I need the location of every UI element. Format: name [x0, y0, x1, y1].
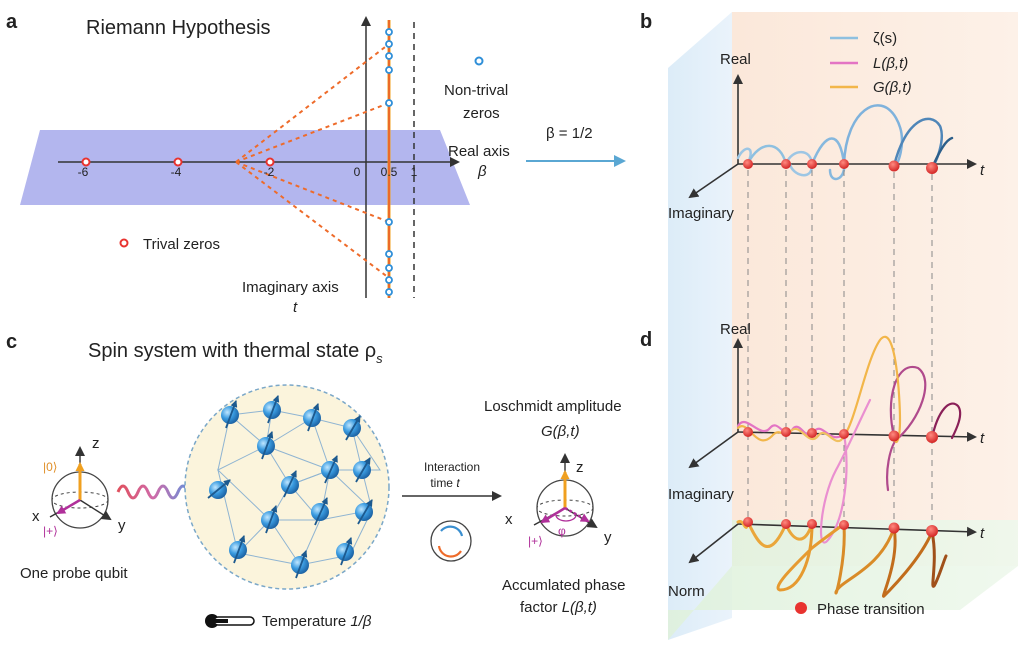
panel-c: c Spin system with thermal state ρs z x … — [6, 331, 625, 630]
spin-particles — [207, 395, 373, 579]
b-real-label: Real — [720, 51, 751, 68]
probe-y-label: y — [118, 517, 126, 534]
temperature-label: Temperature 1/β — [262, 613, 372, 630]
panel-b-letter: b — [640, 11, 652, 33]
tick-label-neg4: -4 — [171, 165, 182, 179]
panel-c-letter: c — [6, 331, 17, 353]
interaction-label-2: time t — [430, 476, 460, 490]
trivial-zeros — [81, 157, 275, 167]
d-zero-dots-lower — [743, 517, 938, 537]
temperature-symbol: 1/β — [350, 613, 372, 630]
left-bg-plane — [668, 12, 732, 640]
b-zero-dots — [743, 159, 938, 174]
d-norm-label: Norm — [668, 583, 705, 600]
imag-axis-symbol: t — [293, 299, 298, 316]
nontrivial-zeros — [385, 28, 393, 296]
probe-bloch-sphere — [49, 446, 112, 529]
phase-transition-label: Phase transition — [817, 601, 925, 618]
zero-connector-lines — [747, 170, 933, 530]
coupling-wave — [116, 484, 190, 500]
complex-plane — [20, 130, 470, 205]
tick-label-neg6: -6 — [78, 165, 89, 179]
output-ketplus-label: |+⟩ — [528, 534, 543, 548]
probe-x-label: x — [32, 508, 40, 525]
tick-label-1: 1 — [411, 165, 418, 179]
legend-zeta-label: ζ(s) — [873, 30, 897, 47]
phase-transition-marker — [795, 602, 807, 614]
real-axis-label: Real axis — [448, 143, 510, 160]
beta-half-label: β = 1/2 — [546, 125, 593, 142]
nontrivial-label-1: Non-trival — [444, 82, 508, 99]
panel-a-title: Riemann Hypothesis — [86, 17, 271, 39]
output-phi-label: φ — [558, 524, 566, 538]
d-real-label: Real — [720, 321, 751, 338]
cycle-icon — [430, 520, 472, 562]
panel-c-title-sub: s — [376, 351, 383, 366]
tick-label-neg2: -2 — [264, 165, 275, 179]
d-norm-axis — [688, 523, 739, 564]
b-imag-label: Imaginary — [668, 205, 734, 222]
spin-bath — [184, 384, 390, 590]
imag-axis-label: Imaginary axis — [242, 279, 339, 296]
d-imag-axis — [688, 431, 739, 469]
probe-qubit-label: One probe qubit — [20, 565, 128, 582]
accum-label-2: factor L(β,t) — [520, 599, 597, 616]
panel-b: b Real Imaginary t ζ(s) L(β,t) G(β,t) — [640, 11, 1018, 640]
nontrivial-legend-marker — [474, 56, 484, 66]
legend-G-label: G(β,t) — [873, 79, 912, 96]
tick-label-0-5: 0.5 — [381, 165, 398, 179]
legend-L-label: L(β,t) — [873, 55, 908, 72]
interaction-label-1: Interaction — [424, 460, 480, 474]
temperature-text: Temperature — [262, 613, 350, 630]
accum-symbol: L(β,t) — [562, 599, 597, 616]
d-imag-label: Imaginary — [668, 486, 734, 503]
right-bg-plane — [732, 12, 1018, 566]
trivial-legend-marker — [119, 238, 129, 248]
probe-z-label: z — [92, 435, 100, 452]
accum-text: factor — [520, 599, 562, 616]
norm-curve — [736, 519, 948, 598]
output-x-label: x — [505, 511, 513, 528]
thermometer-icon — [205, 614, 255, 628]
panel-c-title-main: Spin system with thermal state ρ — [88, 340, 376, 362]
panel-d-letter: d — [640, 329, 652, 351]
panel-a-letter: a — [6, 11, 18, 33]
b-t-label: t — [980, 162, 985, 179]
output-y-label: y — [604, 529, 612, 546]
probe-ket0-label: |0⟩ — [43, 460, 57, 474]
output-bloch-sphere — [533, 453, 598, 537]
nontrivial-label-2: zeros — [463, 105, 500, 122]
loschmidt-symbol: G(β,t) — [541, 423, 580, 440]
panel-d: d Real Imaginary t t Norm — [640, 321, 1018, 640]
trivial-label: Trival zeros — [143, 236, 220, 253]
accum-label-1: Accumlated phase — [502, 577, 625, 594]
d-zero-dots-upper — [743, 427, 938, 443]
convergence-lines — [235, 43, 390, 279]
tick-label-0: 0 — [354, 165, 361, 179]
loschmidt-label: Loschmidt amplitude — [484, 398, 622, 415]
b-imag-axis — [688, 163, 739, 199]
bottom-bg-plane — [668, 520, 1018, 640]
panel-c-title: Spin system with thermal state ρs — [88, 340, 383, 366]
probe-ketplus-label: |+⟩ — [43, 524, 58, 538]
d-t-label-upper: t — [980, 430, 985, 447]
panel-a: a Riemann Hypothesis -6 -4 -2 0 0.5 1 — [6, 11, 626, 316]
interaction-text: time — [430, 476, 456, 490]
output-z-label: z — [576, 459, 584, 476]
interaction-symbol: t — [456, 476, 460, 490]
d-t-label-lower: t — [980, 525, 985, 542]
L-curve — [736, 365, 962, 544]
real-axis-symbol: β — [477, 163, 487, 180]
